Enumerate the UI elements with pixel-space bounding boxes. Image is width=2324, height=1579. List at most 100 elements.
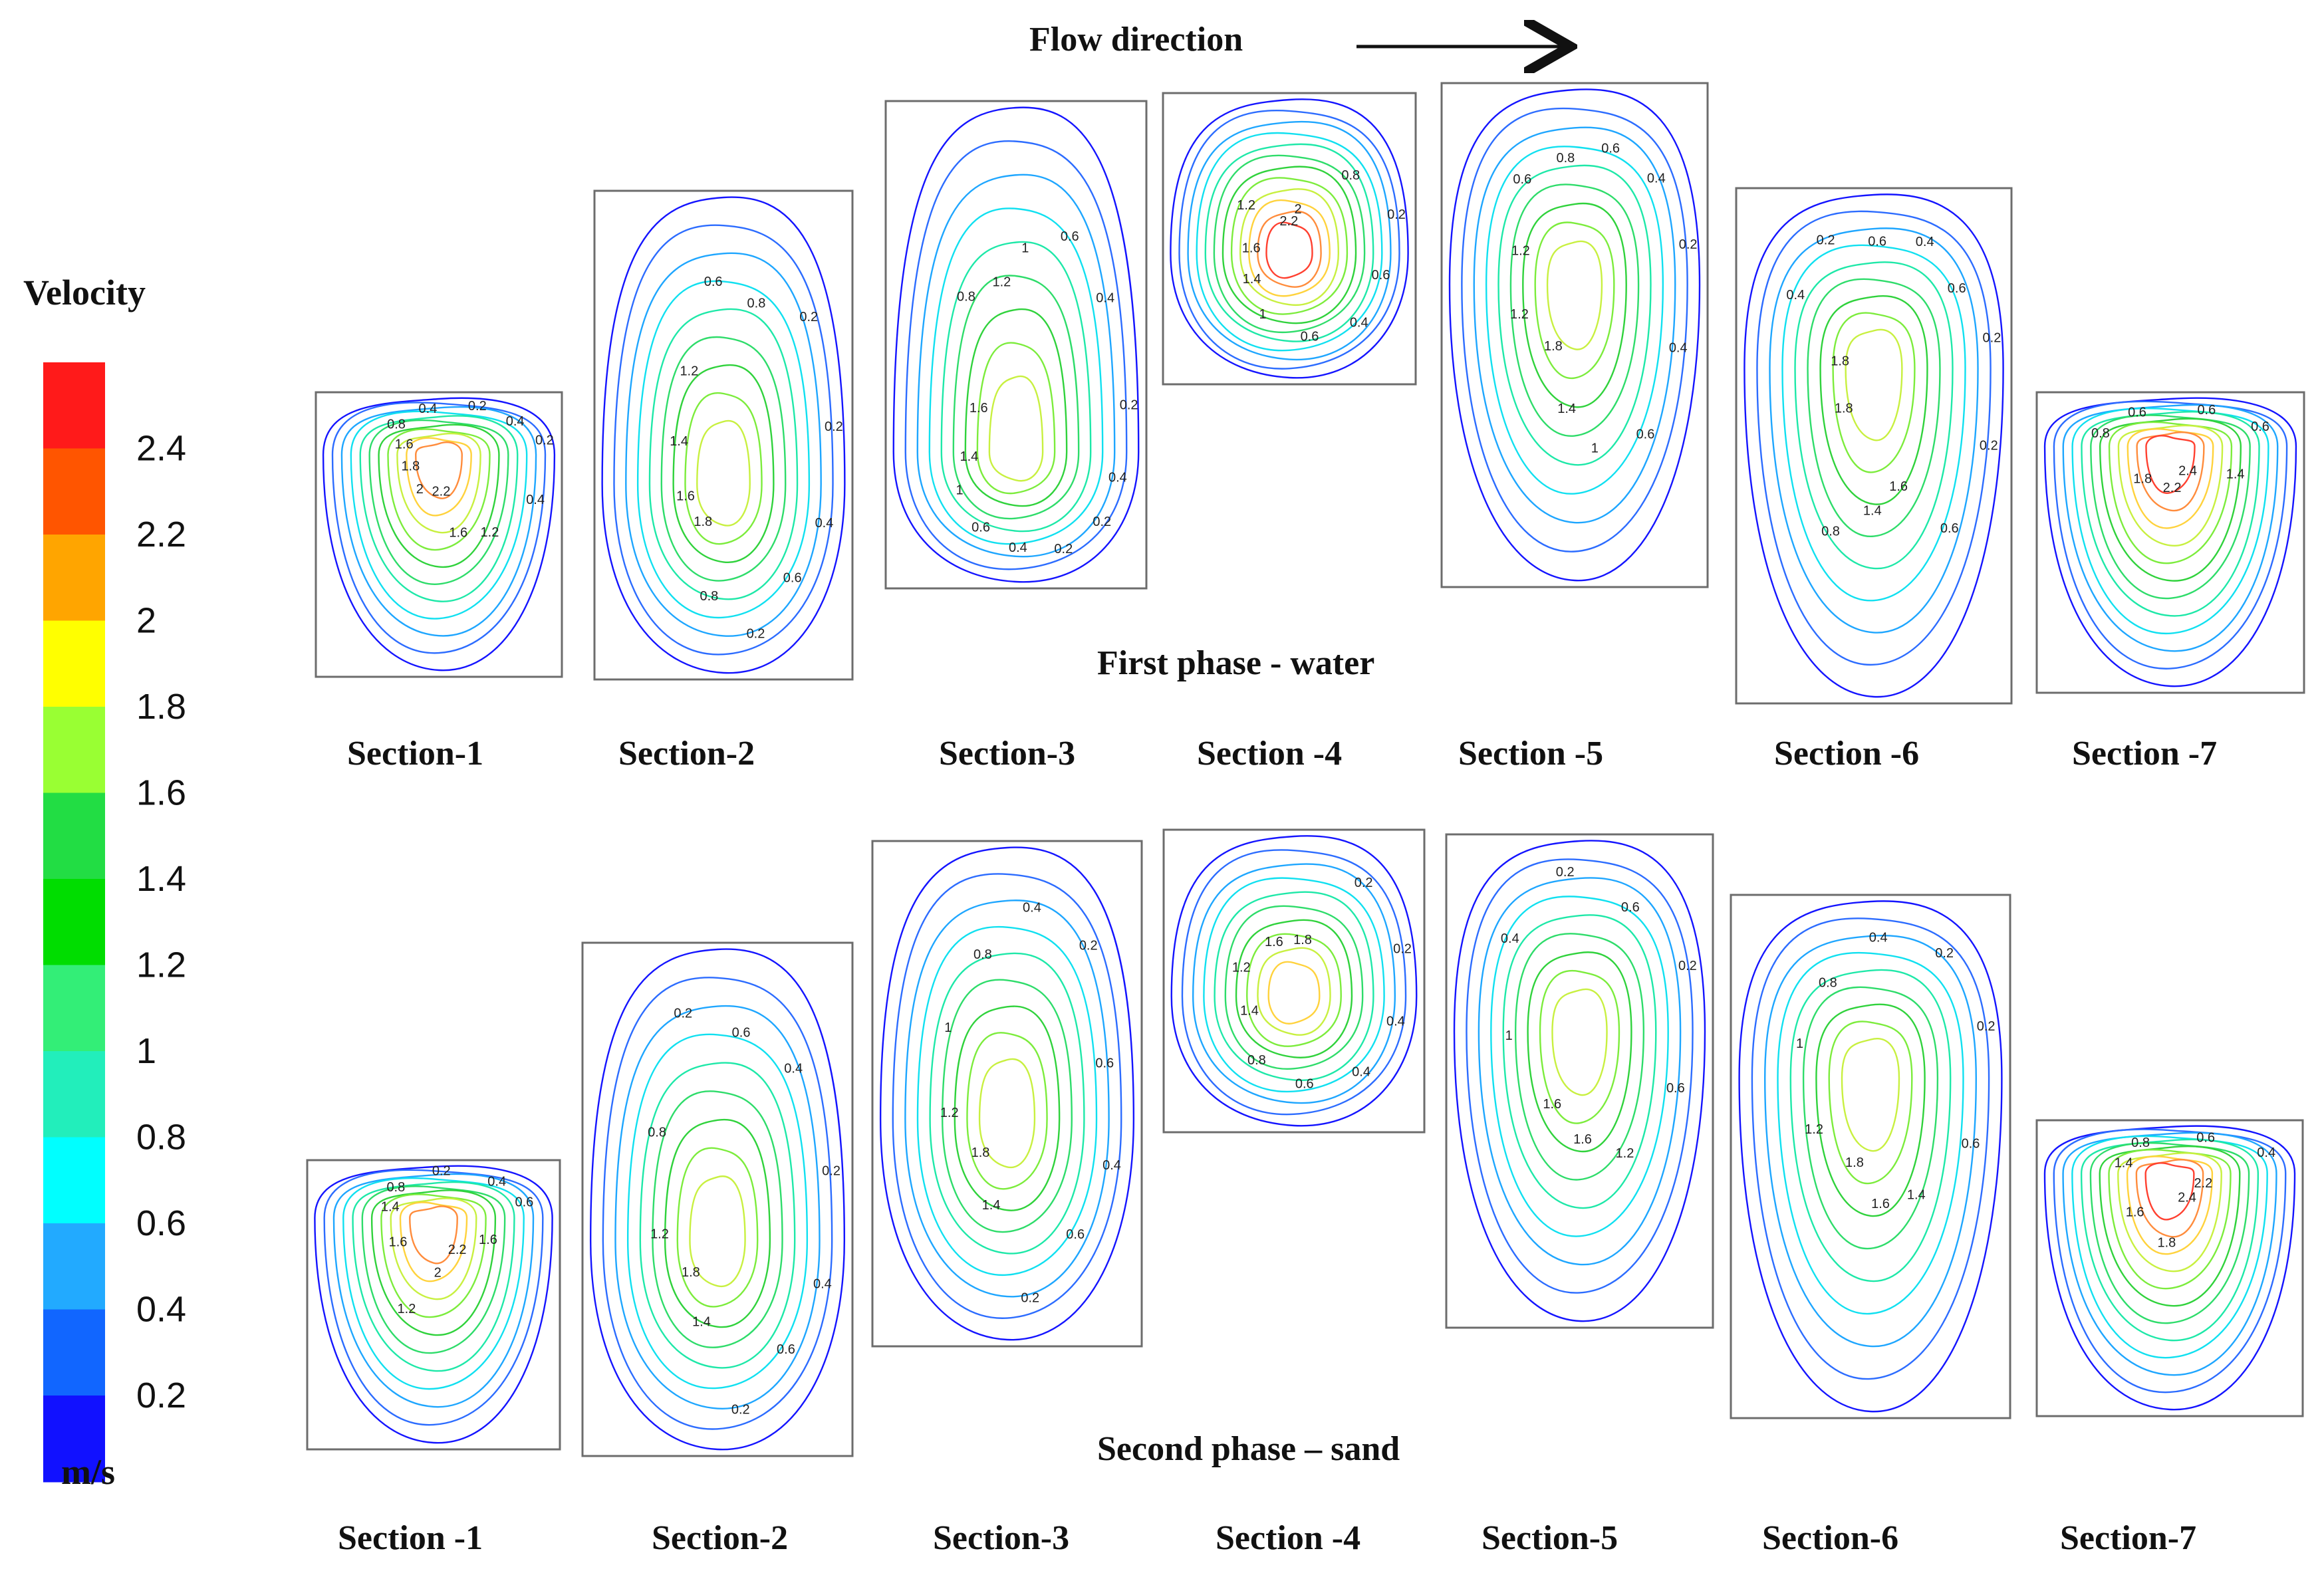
contour-line [639,1062,796,1369]
contour-value-label: 1.4 [1557,402,1576,416]
second-phase-panels: 1.62.221.21.61.40.80.20.40.60.40.60.21.4… [306,828,2304,1457]
contour-line [1235,919,1353,1058]
contour-value-label: 1.2 [680,364,698,378]
contour-line [1794,261,1954,570]
contour-value-label: 0.2 [731,1402,750,1417]
contour-line [978,1058,1036,1169]
contour-line [2071,408,2269,634]
contour-line [340,406,537,637]
contour-value-label: 0.2 [1021,1290,1039,1305]
contour-line [602,977,833,1430]
contour-value-label: 0.4 [487,1174,506,1189]
contour-value-label: 0.6 [1636,427,1655,441]
legend-swatch [43,448,105,535]
contour-line [2089,1142,2250,1324]
contour-line [1514,933,1645,1181]
contour-value-label: 0.6 [1066,1227,1085,1242]
contour-value-label: 0.6 [1095,1056,1114,1071]
contour-value-label: 1.4 [670,434,688,449]
contour-value-label: 0.6 [1948,281,1966,296]
contour-line [1777,951,1964,1315]
contour-line [323,1169,544,1426]
contour-value-label: 1.6 [479,1233,497,1247]
contour-line [2090,414,2251,600]
contour-value-label: 0.2 [1980,438,1998,453]
contour-line [966,1032,1048,1190]
contour-value-label: 1 [944,1021,952,1035]
contour-line [2108,1149,2232,1290]
contour-line [1453,840,1706,1322]
legend-tick: 1.8 [136,687,186,727]
legend-tick: 0.6 [136,1203,186,1243]
contour-value-label: 0.4 [813,1276,832,1291]
contour-value-label: 0.4 [1786,288,1805,303]
legend-tick: 1 [136,1031,156,1071]
section-label: Section-3 [933,1519,1069,1557]
contour-value-label: 2 [1295,202,1302,217]
contour-line [1213,154,1366,334]
contour-line [626,1033,809,1390]
contour-line [361,1185,506,1354]
contour-line [696,420,751,527]
legend-swatch [43,1309,105,1396]
contour-line [322,397,556,671]
contour-value-label: 0.6 [1666,1081,1685,1096]
contour-line [964,308,1068,507]
legend-tick: 2.4 [136,429,186,469]
contour-line [1539,969,1620,1124]
section-panel: 0.40.60.21.41.81.20.80.20.60.40.2 [581,941,854,1457]
section-panel: 0.40.60.21.41.81.210.80.40.20.6 [871,840,1143,1348]
contour-line [954,1005,1061,1211]
contour-line [1181,849,1407,1116]
contour-value-label: 0.2 [1054,542,1073,556]
section-panel: 0.60.40.611.41.61.22.220.80.2 [1162,92,1417,386]
contour-value-label: 1.4 [2115,1156,2133,1171]
contour-value-label: 0.2 [747,627,765,642]
contour-value-label: 0.8 [973,947,992,962]
contour-value-label: 1.4 [1907,1188,1926,1203]
contour-line [1819,295,1928,505]
contour-value-label: 0.6 [1301,329,1319,344]
first-phase-caption: First phase - water [1097,644,1374,682]
contour-value-label: 1.8 [1845,1155,1864,1170]
contour-value-label: 0.6 [1962,1136,1980,1151]
contour-value-label: 0.6 [2197,403,2216,418]
contour-value-label: 1.6 [389,1235,408,1250]
section-label: Section-6 [1762,1519,1898,1557]
legend-tick: 2.2 [136,515,186,554]
section-label: Section-3 [939,735,1075,773]
contour-line [1490,896,1669,1237]
contour-line [1239,188,1340,306]
section-frame [593,189,854,681]
contour-value-label: 0.4 [1647,171,1666,185]
contour-value-label: 0.6 [1513,172,1531,187]
contour-value-label: 0.6 [783,571,802,586]
contour-value-label: 0.2 [1393,941,1412,956]
contour-line [1222,166,1357,324]
contour-value-label: 1.4 [381,1200,400,1215]
contour-value-label: 0.6 [1295,1076,1314,1091]
contour-value-label: 1.6 [395,437,414,451]
contour-value-label: 2.2 [2194,1176,2212,1191]
contour-line [916,925,1098,1276]
legend-tick: 1.2 [136,945,186,985]
contour-line [359,415,519,602]
contour-line [672,364,775,563]
legend-tick: 0.2 [136,1376,186,1415]
contour-line [387,428,491,551]
contour-line [1214,891,1374,1082]
contour-line [1756,210,1992,666]
contour-line [314,1165,553,1444]
contour-value-label: 0.4 [419,402,438,416]
section-frame [1445,833,1714,1329]
contour-line [652,1090,783,1348]
section-label: Section-2 [652,1519,788,1557]
legend-tick: 0.4 [136,1290,186,1330]
contour-value-label: 0.6 [1061,229,1079,244]
contour-line [1170,835,1418,1127]
contour-line [352,1181,515,1372]
contour-line [1841,1038,1900,1152]
contour-value-label: 0.4 [1350,315,1368,330]
